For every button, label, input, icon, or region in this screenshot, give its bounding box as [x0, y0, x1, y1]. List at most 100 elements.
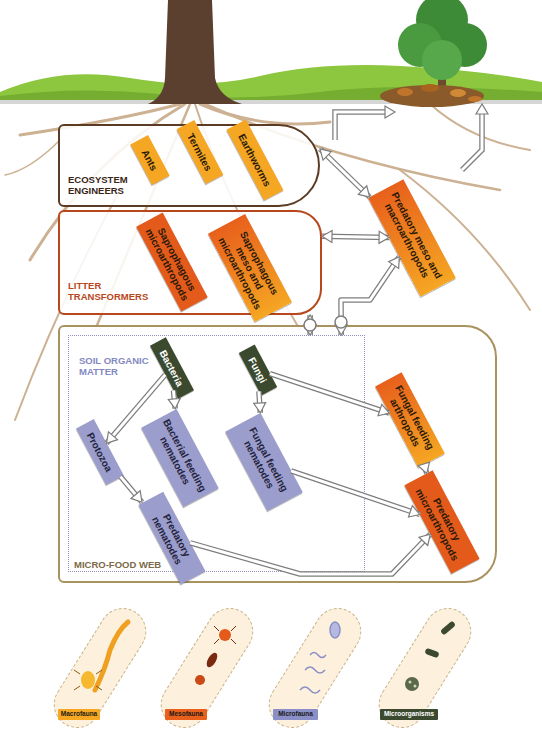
- organism-box: Protozoa: [76, 419, 124, 485]
- nematode-icon: [310, 653, 326, 658]
- spore-dot: [414, 685, 417, 688]
- root: [5, 140, 60, 175]
- connector-outline: [270, 374, 390, 414]
- legend-pill: [153, 600, 262, 736]
- organism-box: Termites: [177, 120, 224, 184]
- box-label: Termites: [186, 131, 215, 172]
- group-box: MICRO-FOOD WEBSOIL ORGANIC MATTERBacteri…: [58, 325, 497, 583]
- arrowhead: [168, 398, 180, 408]
- bacteria-icon: [424, 648, 439, 658]
- connector-line: [107, 375, 166, 444]
- organism-box: Fungal feeding arthropods: [375, 372, 445, 467]
- connector: [270, 374, 390, 416]
- organism-box: Fungi: [238, 344, 276, 395]
- connector: [320, 149, 370, 197]
- arrowhead: [304, 325, 316, 335]
- group-heading: SOIL ORGANIC MATTER: [79, 356, 151, 378]
- legend-item: Microfauna: [273, 709, 318, 720]
- surface-arrowhead: [385, 106, 395, 118]
- connector-outline: [322, 236, 389, 237]
- connector: [291, 471, 420, 517]
- mite-legs: [214, 626, 236, 644]
- centipede-icon: [95, 622, 128, 690]
- legend-text: Mesofauna: [169, 711, 203, 718]
- connector: [106, 375, 165, 444]
- leaf-litter: [380, 84, 484, 107]
- surface-arrow-outline: [335, 112, 386, 140]
- microorganism-icons: [405, 621, 456, 691]
- legend-pills: [46, 600, 480, 736]
- connector-line: [424, 465, 427, 474]
- tree-trunk: [148, 0, 242, 104]
- leaf: [421, 84, 439, 92]
- connector-line: [341, 257, 399, 335]
- microfauna-icons: [300, 622, 340, 693]
- box-label: Predatory meso and macroarthropods: [377, 186, 446, 290]
- junction-circle: [304, 319, 316, 331]
- leaf: [397, 88, 413, 96]
- root: [200, 104, 330, 124]
- connector: [335, 257, 399, 335]
- small-tree: [398, 0, 487, 95]
- mesofauna-icons: [195, 626, 236, 685]
- grass: [0, 65, 542, 102]
- group-box: ECOSYSTEM ENGINEERSAnts Termites Earthworm…: [58, 124, 320, 207]
- group-heading: ECOSYSTEM ENGINEERS: [68, 175, 158, 197]
- bacteria-icon: [440, 621, 456, 636]
- arrowhead: [358, 186, 369, 197]
- mite-icon: [195, 675, 205, 685]
- arrowhead: [419, 534, 430, 545]
- connector-outline: [259, 391, 260, 413]
- nematode-icon: [300, 687, 320, 693]
- organism-box: Ants: [130, 135, 169, 185]
- arrowhead: [379, 231, 389, 243]
- legend-text: Microorganisms: [384, 711, 434, 718]
- box-label: Fungi: [246, 355, 268, 384]
- connector: [322, 230, 389, 243]
- connector-outline: [291, 471, 420, 515]
- connector-outline: [107, 375, 166, 444]
- leaf: [450, 89, 466, 97]
- box-label: Predatory microarthropods: [410, 475, 474, 568]
- junction-circle: [335, 316, 347, 328]
- connector: [190, 534, 430, 574]
- connector-line: [259, 391, 260, 413]
- surface-arrow-outline: [462, 108, 482, 170]
- nematode-icon: [305, 667, 325, 673]
- group-box: LITTER TRANSFORMERSSaprophagous microart…: [58, 210, 322, 315]
- arrowhead: [335, 325, 347, 335]
- connector-outline: [424, 465, 427, 474]
- arrowhead: [408, 506, 419, 517]
- connector: [168, 391, 180, 409]
- macrofauna-icons: [74, 622, 128, 690]
- arrowhead: [304, 315, 316, 325]
- beetle-legs: [74, 670, 102, 690]
- box-label: Fungal feeding nematodes: [234, 419, 293, 503]
- surface-arrow-line: [335, 112, 386, 140]
- region-box: SOIL ORGANIC MATTERBacteria FungiProtozoa…: [68, 335, 365, 572]
- organism-box: Earthworms: [227, 120, 284, 201]
- connector-outline: [307, 315, 313, 335]
- connector-line: [121, 477, 143, 503]
- connector-outline: [174, 391, 176, 409]
- mite-icon: [219, 629, 231, 641]
- arrowhead: [106, 432, 117, 443]
- surface-arrow-line: [462, 108, 482, 170]
- foliage: [422, 40, 462, 80]
- arrowhead: [418, 462, 429, 473]
- organism-box: Bacteria: [149, 337, 193, 398]
- connector-line: [270, 374, 390, 414]
- springtail-icon: [205, 651, 220, 669]
- surface-arrows: [335, 104, 488, 170]
- beetle-icon: [81, 671, 95, 689]
- box-label: Ants: [140, 148, 160, 173]
- legend-pill: [261, 600, 370, 736]
- surface-arrowhead: [476, 104, 488, 114]
- legend-pill: [371, 600, 480, 736]
- legend-item: Microorganisms: [380, 709, 438, 720]
- box-label: Earthworms: [237, 132, 274, 188]
- connector-outline: [190, 534, 430, 574]
- connector-outline: [341, 257, 399, 335]
- connector-line: [190, 534, 430, 574]
